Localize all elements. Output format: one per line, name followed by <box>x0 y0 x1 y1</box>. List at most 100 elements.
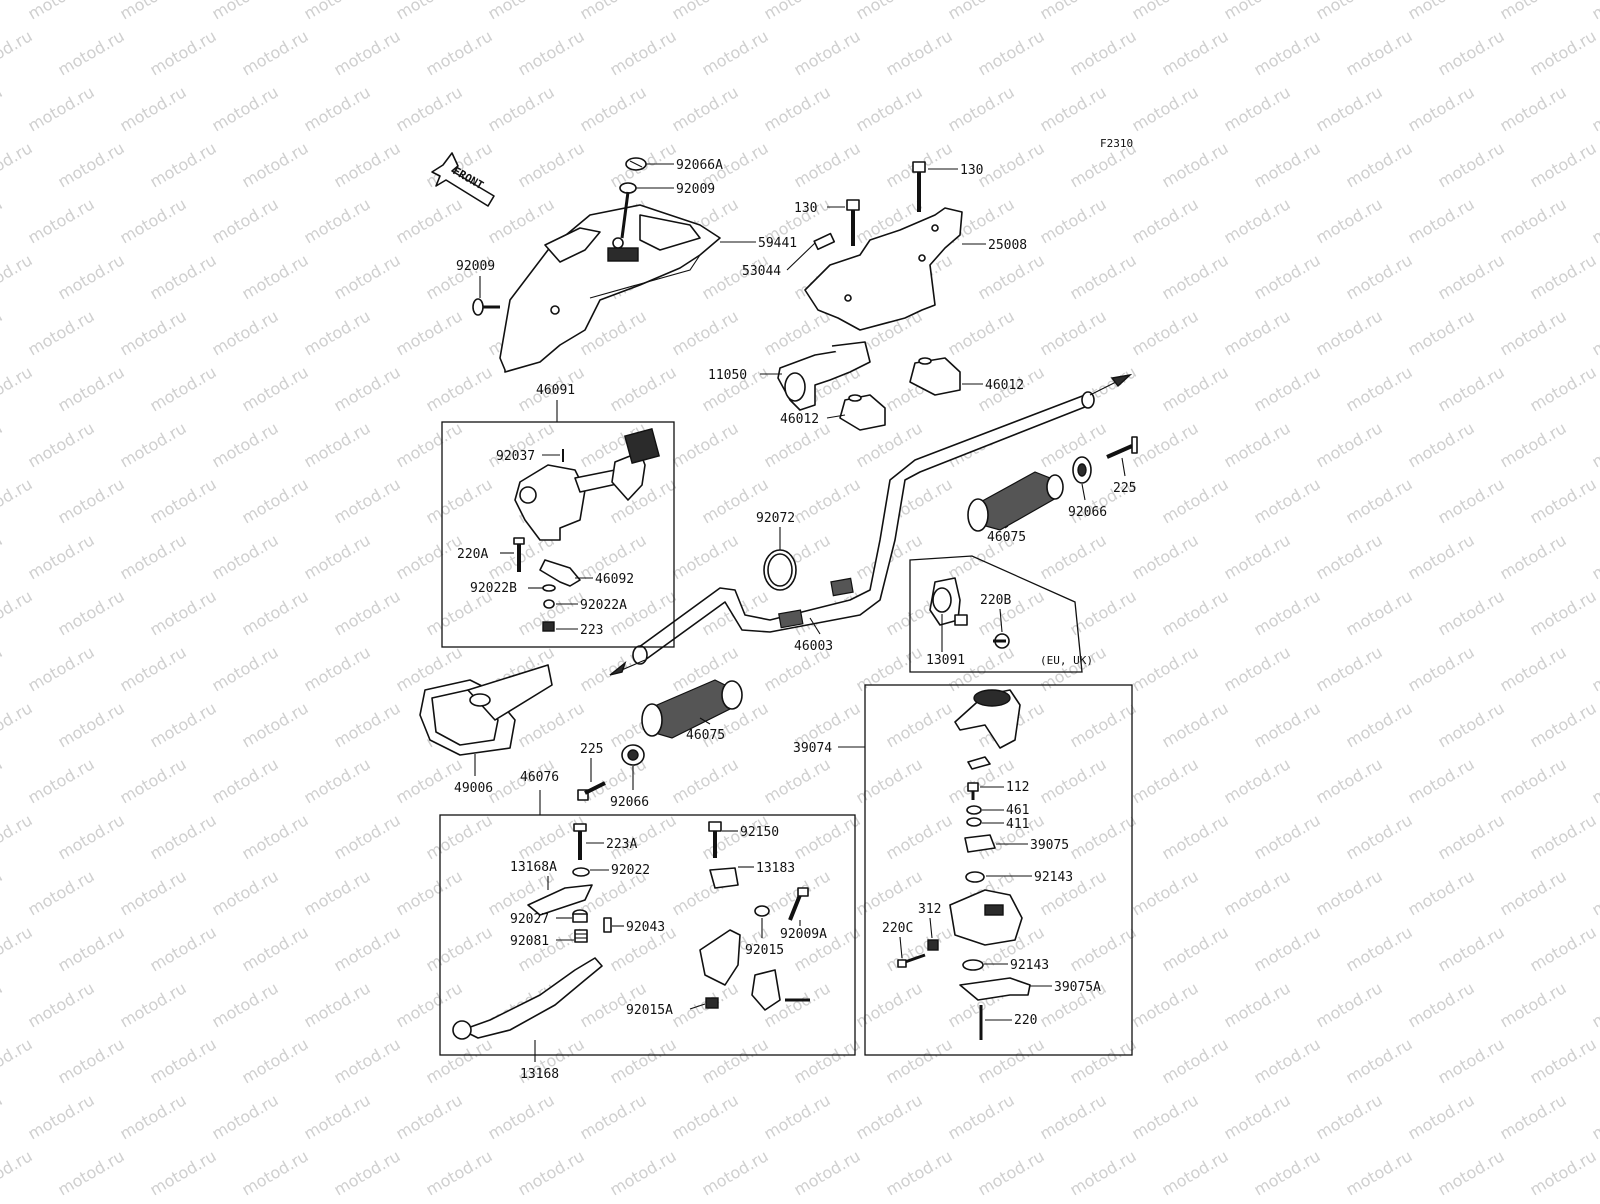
watermark-text: motod.ru <box>1129 0 1202 23</box>
bracket-13183 <box>710 868 738 888</box>
part-label: 92066A <box>676 158 723 173</box>
watermark-text: motod.ru <box>301 1090 374 1143</box>
watermark-text: motod.ru <box>1129 418 1202 471</box>
watermark-text: motod.ru <box>1221 306 1294 359</box>
watermark-text: motod.ru <box>1343 26 1416 79</box>
watermark-text: motod.ru <box>1037 754 1110 807</box>
nut-223 <box>543 622 554 631</box>
watermark-text: motod.ru <box>1221 82 1294 135</box>
watermark-text: motod.ru <box>117 194 190 247</box>
watermark-text: motod.ru <box>515 26 588 79</box>
part-label: 220 <box>1014 1013 1037 1028</box>
watermark-text: motod.ru <box>1037 530 1110 583</box>
watermark-text: motod.ru <box>301 530 374 583</box>
part-label: 39075A <box>1054 980 1101 995</box>
watermark-text: motod.ru <box>1129 306 1202 359</box>
watermark-text: motod.ru <box>393 1090 466 1143</box>
watermark-text: motod.ru <box>423 474 496 527</box>
watermark-text: motod.ru <box>1405 82 1478 135</box>
part-label: 92022A <box>580 598 627 613</box>
watermark-text: motod.ru <box>0 1146 36 1199</box>
part-label: 13168A <box>510 860 557 875</box>
washer-411 <box>967 818 981 826</box>
collar-92015 <box>755 906 769 916</box>
watermark-text: motod.ru <box>699 26 772 79</box>
watermark-text: motod.ru <box>209 0 282 23</box>
watermark-text: motod.ru <box>669 1090 742 1143</box>
watermark-text: motod.ru <box>791 1034 864 1087</box>
watermark-text: motod.ru <box>55 138 128 191</box>
ring-92143-upper <box>966 872 984 882</box>
watermark-text: motod.ru <box>239 1146 312 1199</box>
part-label: 92143 <box>1010 958 1049 973</box>
lever-46092 <box>540 560 580 586</box>
part-label: 13168 <box>520 1067 559 1082</box>
watermark-text: motod.ru <box>393 866 466 919</box>
throttle-housing-13091 <box>930 578 967 625</box>
watermark-text: motod.ru <box>1343 250 1416 303</box>
watermark-text: motod.ru <box>147 810 220 863</box>
watermark-text: motod.ru <box>607 26 680 79</box>
watermark-text: motod.ru <box>853 82 926 135</box>
watermark-text: motod.ru <box>1129 82 1202 135</box>
watermark-text: motod.ru <box>1251 810 1324 863</box>
plate-39075 <box>965 835 995 852</box>
watermark-text: motod.ru <box>1037 418 1110 471</box>
watermark-text: motod.ru <box>423 1146 496 1199</box>
watermark-text: motod.ru <box>147 1146 220 1199</box>
watermark-text: motod.ru <box>883 26 956 79</box>
washer-461 <box>967 806 981 814</box>
watermark-text: motod.ru <box>1221 418 1294 471</box>
watermark-text: motod.ru <box>239 362 312 415</box>
watermark-text: motod.ru <box>1159 810 1232 863</box>
watermark-text: motod.ru <box>209 306 282 359</box>
watermark-text: motod.ru <box>515 810 588 863</box>
watermark-text: motod.ru <box>853 754 926 807</box>
watermark-text: motod.ru <box>1067 26 1140 79</box>
watermark-text: motod.ru <box>577 0 650 23</box>
watermark-text: motod.ru <box>25 978 98 1031</box>
watermark-text: motod.ru <box>883 810 956 863</box>
watermark-text: motod.ru <box>1037 1090 1110 1143</box>
watermark-text: motod.ru <box>975 250 1048 303</box>
watermark-text: motod.ru <box>1221 1090 1294 1143</box>
watermark-text: motod.ru <box>1435 474 1508 527</box>
watermark-text: motod.ru <box>1129 1090 1202 1143</box>
part-label: 92027 <box>510 912 549 927</box>
watermark-text: motod.ru <box>1527 250 1600 303</box>
watermark-text: motod.ru <box>1251 138 1324 191</box>
watermark-text: motod.ru <box>1527 26 1600 79</box>
watermark-text: motod.ru <box>515 138 588 191</box>
watermark-text: motod.ru <box>393 194 466 247</box>
collar-92027 <box>573 910 587 922</box>
watermark-text: motod.ru <box>1527 362 1600 415</box>
watermark-text: motod.ru <box>117 754 190 807</box>
watermark-text: motod.ru <box>1313 1090 1386 1143</box>
part-label: 92072 <box>756 511 795 526</box>
watermark-text: motod.ru <box>423 922 496 975</box>
watermark-text: motod.ru <box>0 1034 36 1087</box>
part-label: 46012 <box>780 412 819 427</box>
watermark-text: motod.ru <box>209 82 282 135</box>
watermark-text: motod.ru <box>1159 474 1232 527</box>
watermark-text: motod.ru <box>117 418 190 471</box>
part-label: 130 <box>960 163 983 178</box>
screw-220B <box>993 634 1009 648</box>
watermark-text: motod.ru <box>147 474 220 527</box>
grip-end-92066-right <box>1073 457 1091 483</box>
part-label: 92009 <box>456 259 495 274</box>
watermark-text: motod.ru <box>1221 194 1294 247</box>
watermark-text: motod.ru <box>1251 1146 1324 1199</box>
part-label: 46003 <box>794 639 833 654</box>
watermark-text: motod.ru <box>485 194 558 247</box>
watermark-text: motod.ru <box>945 0 1018 23</box>
watermark-text: motod.ru <box>1251 250 1324 303</box>
washer-92022 <box>573 868 589 876</box>
watermark-text: motod.ru <box>1343 1146 1416 1199</box>
watermark-text: motod.ru <box>1343 138 1416 191</box>
watermark-text: motod.ru <box>975 1146 1048 1199</box>
watermark-text: motod.ru <box>0 306 6 359</box>
watermark-text: motod.ru <box>117 866 190 919</box>
watermark-text: motod.ru <box>1435 1146 1508 1199</box>
